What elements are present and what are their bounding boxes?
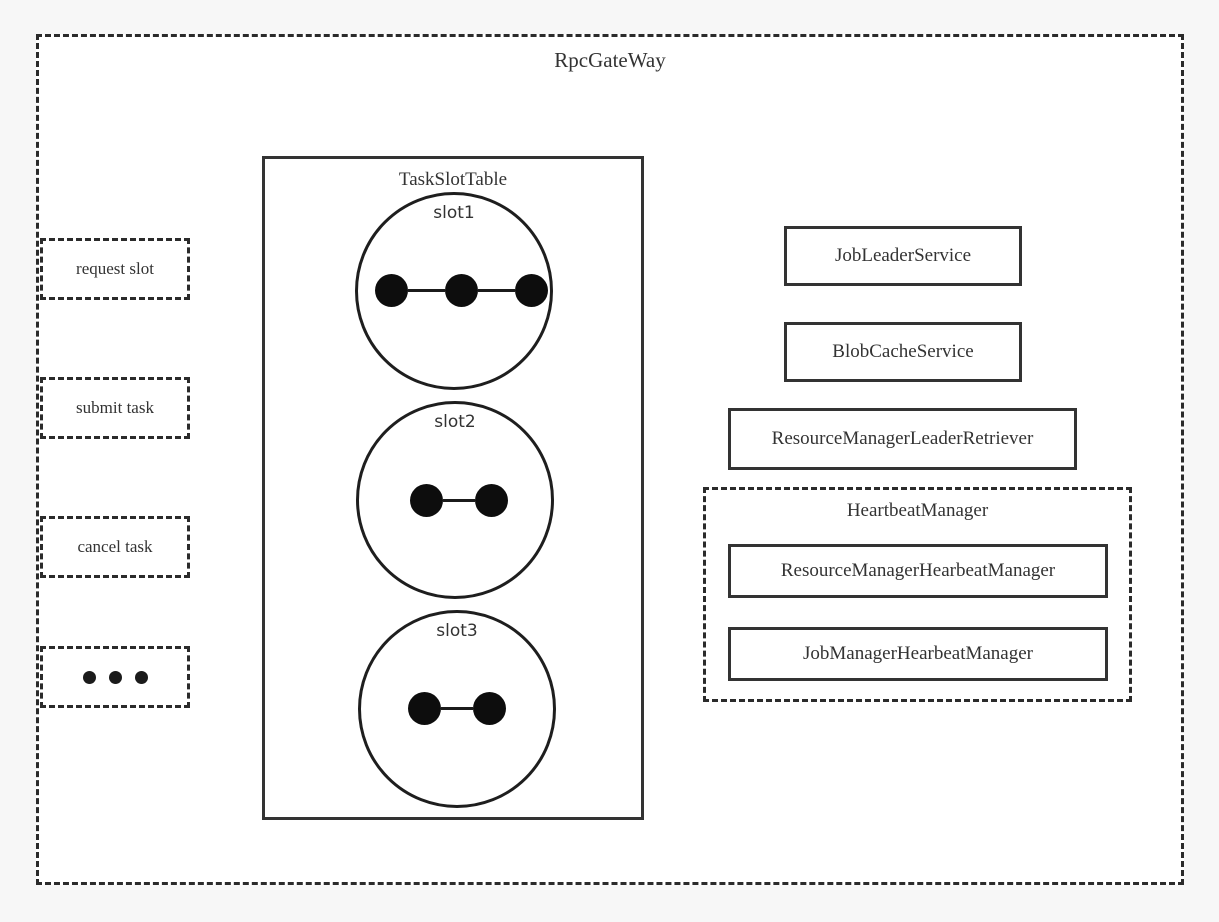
rpc-method-more[interactable] [40,646,190,708]
heartbeat-item-label: ResourceManagerHearbeatManager [780,560,1056,581]
task-edge [478,289,515,292]
rpc-method-submit-task[interactable]: submit task [40,377,190,439]
slot-circle-slot2[interactable]: slot2 [356,401,554,599]
dot-2 [108,670,122,684]
dot-3 [134,670,148,684]
task-chain-slot2 [410,484,508,517]
rpc-gateway-title: RpcGateWay [554,48,666,72]
task-node [475,484,508,517]
ellipsis-dots-icon [82,670,148,684]
service-label: BlobCacheService [832,341,974,362]
task-edge [408,289,445,292]
heartbeat-item-resource-manager[interactable]: ResourceManagerHearbeatManager [728,544,1108,598]
task-slot-table-title: TaskSlotTable [398,169,508,190]
task-node [473,692,506,725]
service-box-resource-manager-leader-retriever[interactable]: ResourceManagerLeaderRetriever [728,408,1077,470]
rpc-method-request-slot[interactable]: request slot [40,238,190,300]
service-box-job-leader-service[interactable]: JobLeaderService [784,226,1022,286]
task-node [375,274,408,307]
service-label: ResourceManagerLeaderRetriever [771,428,1034,449]
task-chain-slot1 [375,274,548,307]
task-node [408,692,441,725]
heartbeat-item-job-manager[interactable]: JobManagerHearbeatManager [728,627,1108,681]
task-node [515,274,548,307]
rpc-method-label: request slot [76,259,154,278]
task-node [410,484,443,517]
service-label: JobLeaderService [834,245,972,266]
task-node [445,274,478,307]
dot-1 [82,670,96,684]
task-edge [441,707,473,710]
task-edge [443,499,475,502]
heartbeat-item-label: JobManagerHearbeatManager [803,643,1033,664]
rpc-method-label: submit task [76,398,154,417]
rpc-method-cancel-task[interactable]: cancel task [40,516,190,578]
service-box-blob-cache-service[interactable]: BlobCacheService [784,322,1022,382]
slot-label: slot2 [434,412,476,432]
slot-label: slot1 [433,203,475,223]
task-chain-slot3 [408,692,506,725]
heartbeat-manager-group: HeartbeatManager ResourceManagerHearbeat… [703,487,1132,702]
rpc-method-label: cancel task [77,537,153,556]
heartbeat-manager-title: HeartbeatManager [846,500,989,521]
slot-label: slot3 [436,621,478,641]
